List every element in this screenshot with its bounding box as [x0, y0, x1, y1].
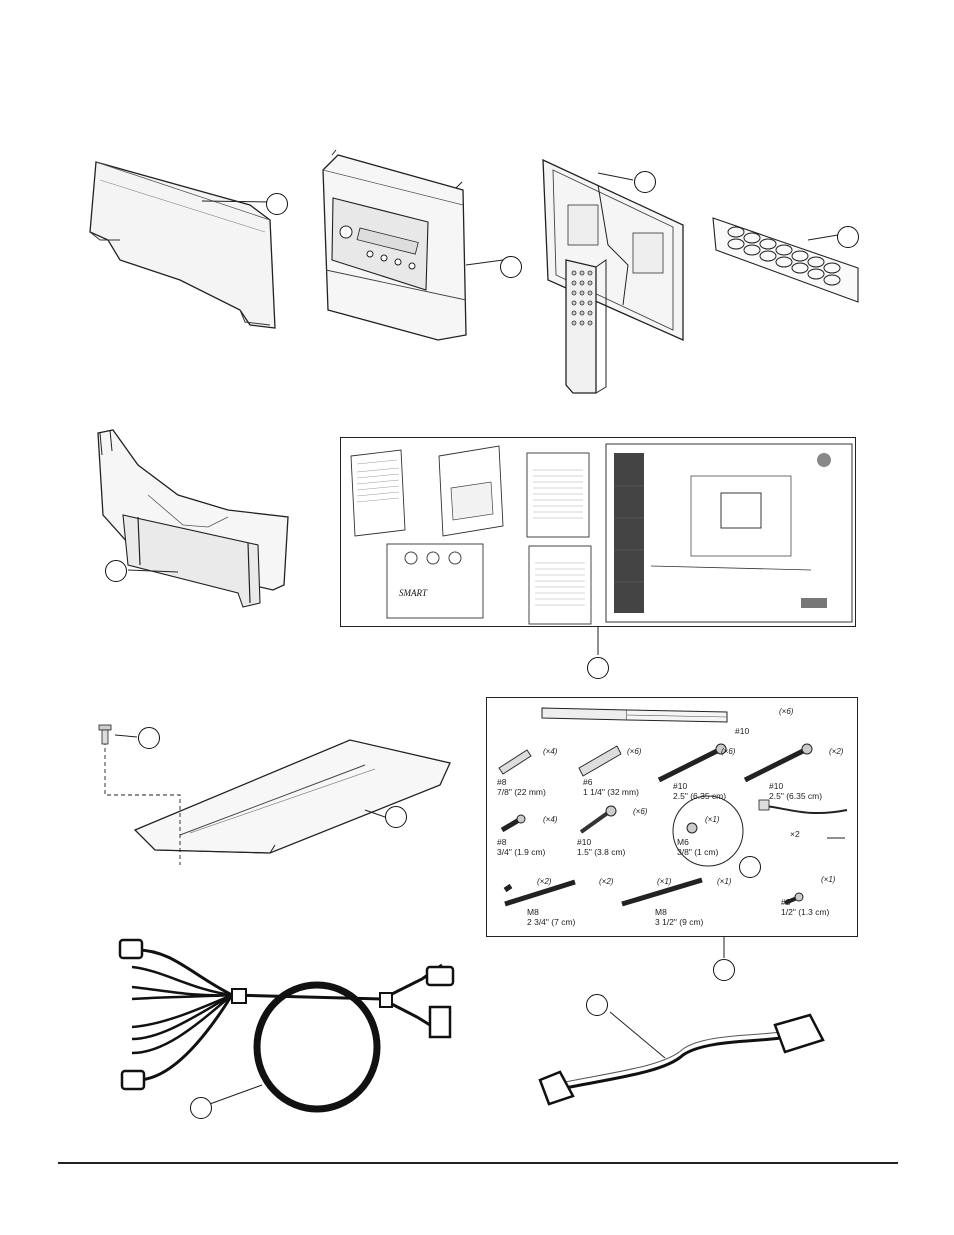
label-screw8: #8 3/4" (1.9 cm) [497, 837, 546, 857]
callout-tray-screw [138, 727, 160, 749]
label-anchor6: #6 1 1/4" (32 mm) [583, 777, 639, 797]
hardware-drawings [498, 707, 848, 907]
qty-m10-long: (×6) [779, 707, 794, 716]
bottom-cover-illustration [97, 429, 289, 608]
qty-screw8: (×4) [543, 815, 558, 824]
callout-power-cable [586, 994, 608, 1016]
callout-hardware-kit [713, 959, 735, 981]
cable-harness-illustration [118, 938, 455, 1113]
label-m8a: M8 2 3/4" (7 cm) [527, 907, 576, 927]
documentation-panel: SMART [340, 437, 856, 627]
callout-documentation [587, 657, 609, 679]
documentation-sheets [350, 443, 853, 625]
wall-bracket-illustration [542, 158, 684, 394]
control-panel-cover-illustration [322, 149, 504, 341]
cable-clips-illustration [712, 217, 859, 303]
label-bolt10: #10 1.5" (3.8 cm) [577, 837, 626, 857]
qty-anchor6: (×6) [627, 747, 642, 756]
pen-tray-illustration [98, 724, 451, 865]
smart-logo: SMART [399, 588, 427, 598]
label-screw8s: #8 1/2" (1.3 cm) [781, 897, 830, 917]
footer-rule [58, 1162, 898, 1164]
label-screw10b: #10 2.5" (6.35 cm) [769, 781, 823, 801]
qty-screw10b: (×2) [829, 747, 844, 756]
callout-m6-hardware [739, 856, 761, 878]
qty-m8a: (×2) [599, 877, 614, 886]
qty-tie: ×2 [790, 829, 800, 839]
label-screw10a: #10 2.5" (6.35 cm) [673, 781, 727, 801]
callout-top-cover [266, 193, 288, 215]
callout-wall-bracket [634, 171, 656, 193]
qty-screw10a: (×6) [721, 747, 736, 756]
hardware-panel: (×6) #10 (×4) #8 7/8" (22 mm) (×6) #6 1 … [486, 697, 858, 937]
callout-pen-tray [385, 806, 407, 828]
top-cover-illustration [89, 161, 276, 329]
callout-control-panel-cover [500, 256, 522, 278]
qty-screw8s: (×1) [821, 875, 836, 884]
label-anchor8: #8 7/8" (22 mm) [497, 777, 546, 797]
callout-bottom-cover [105, 560, 127, 582]
qty-m6: (×1) [705, 815, 720, 824]
qty-anchor8: (×4) [543, 747, 558, 756]
callout-cable-clips [837, 226, 859, 248]
qty-m8b: (×1) [717, 877, 732, 886]
label-m6: M6 3/8" (1 cm) [677, 837, 719, 857]
qty-m8a-nut: (×2) [537, 877, 552, 886]
power-cable-illustration [538, 1011, 825, 1106]
label-m10-long: #10 [735, 726, 750, 736]
label-m8b: M8 3 1/2" (9 cm) [655, 907, 704, 927]
qty-m8b-nut: (×1) [657, 877, 672, 886]
qty-bolt10: (×6) [633, 807, 648, 816]
callout-cable-harness [190, 1097, 212, 1119]
